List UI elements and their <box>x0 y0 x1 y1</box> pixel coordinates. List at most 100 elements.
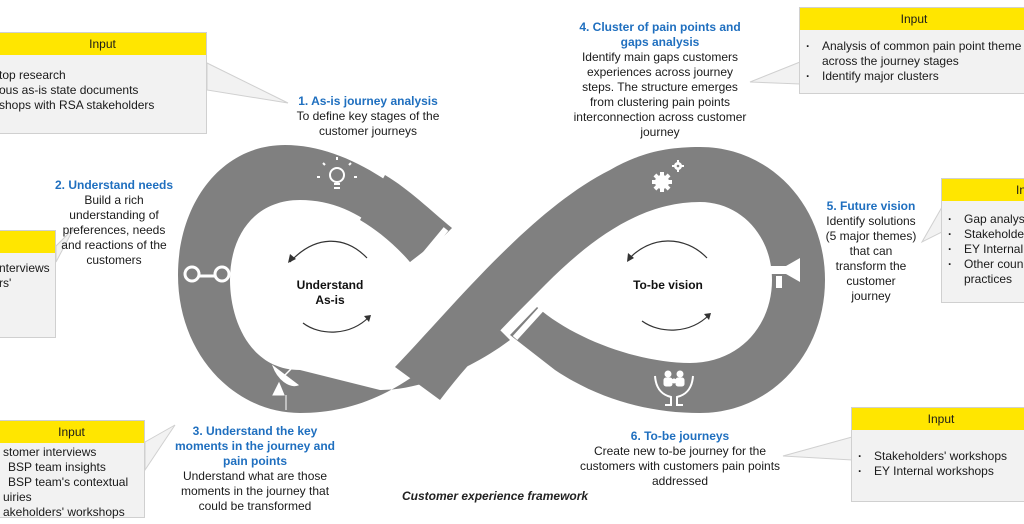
input-item: BSP team's contextual <box>8 475 129 489</box>
step-1-line: To define key stages of the <box>296 109 440 123</box>
input-item: top research <box>0 68 66 82</box>
step-3: 3. Understand the key moments in the jou… <box>160 424 350 514</box>
input-box-4-header: Input <box>800 8 1024 30</box>
step-3-line: Understand what are those <box>182 469 328 483</box>
step-5-title: 5. Future vision <box>826 199 916 213</box>
gears-icon <box>652 160 684 192</box>
step-5: 5. Future vision Identify solutions (5 m… <box>818 199 924 304</box>
input-box-6: Input Stakeholders' workshops EY Interna… <box>851 407 1024 502</box>
input-item: EY Internal workshops <box>854 464 1024 479</box>
lightbulb-icon <box>317 157 357 189</box>
step-6-line: customers with customers pain points <box>579 459 781 473</box>
left-lobe-label: Understand As-is <box>280 278 380 308</box>
right-arrow-top-head <box>627 253 634 262</box>
left-lobe-label-line1: Understand <box>296 278 364 292</box>
input-box-4-list: Analysis of common pain point theme acro… <box>800 30 1024 84</box>
step-2-line: customers <box>86 253 142 267</box>
callout-tail-3 <box>144 424 176 472</box>
step-4: 4. Cluster of pain points and gaps analy… <box>560 20 760 140</box>
step-5-line: Identify solutions <box>826 214 916 228</box>
left-lobe-label-line2: As-is <box>315 293 345 307</box>
input-item: ous as-is state documents <box>0 83 139 97</box>
input-item: Stakeholders' workshops <box>854 449 1024 464</box>
callout-tail-1 <box>206 62 289 104</box>
input-item: Identify major clusters <box>802 69 1024 84</box>
step-3-line: moments in the journey that <box>180 484 330 498</box>
megaphone-icon <box>771 258 800 288</box>
input-item: rs' <box>0 276 12 290</box>
step-5-line: (5 major themes) <box>825 229 917 243</box>
input-box-1-list: top research ous as-is state documents s… <box>0 55 206 113</box>
step-5-line: transform the <box>835 259 907 273</box>
step-4-title: gaps analysis <box>620 35 700 49</box>
step-4-line: interconnection across customer <box>573 110 747 124</box>
loop-left-lobe <box>178 145 510 413</box>
step-3-title: 3. Understand the key <box>192 424 318 438</box>
step-2-title: 2. Understand needs <box>54 178 174 192</box>
input-box-5: In Gap analys Stakeholde EY Internal Oth… <box>941 178 1024 303</box>
step-6-line: Create new to-be journey for the <box>593 444 767 458</box>
input-box-1: Input top research ous as-is state docum… <box>0 32 207 134</box>
step-6-line: addressed <box>651 474 709 488</box>
step-6-title: 6. To-be journeys <box>630 429 730 443</box>
step-2-line: preferences, needs <box>62 223 166 237</box>
input-box-4: Input Analysis of common pain point them… <box>799 7 1024 94</box>
step-4-title: 4. Cluster of pain points and <box>579 20 741 34</box>
input-box-2: nterviews rs' <box>0 230 56 338</box>
step-1-title: 1. As-is journey analysis <box>298 94 438 108</box>
input-box-5-header: In <box>942 179 1024 201</box>
loop-crossing-under <box>360 175 452 262</box>
input-item: akeholders' workshops <box>3 505 125 519</box>
callout-tail-5 <box>920 205 943 244</box>
step-4-line: steps. The structure emerges <box>582 80 738 94</box>
left-arrow-bottom <box>302 316 370 333</box>
loop-left-hole <box>232 205 438 362</box>
input-box-6-header: Input <box>852 408 1024 430</box>
step-5-line: that can <box>849 244 893 258</box>
step-2-line: understanding of <box>69 208 159 222</box>
step-5-line: journey <box>851 289 891 303</box>
step-2-line: Build a rich <box>84 193 144 207</box>
step-3-title: pain points <box>223 454 287 468</box>
input-item: EY Internal <box>944 242 1024 257</box>
input-box-3: Input stomer interviews BSP team insight… <box>0 420 145 520</box>
callout-tail-2 <box>55 227 75 263</box>
right-arrow-bottom <box>641 314 710 331</box>
left-arrow-top <box>289 240 368 263</box>
step-4-line: journey <box>640 125 680 139</box>
input-item: Analysis of common pain point theme <box>802 39 1024 54</box>
step-3-title: moments in the journey and <box>174 439 336 453</box>
satellite-dish-icon <box>271 360 300 410</box>
glasses-icon <box>183 265 231 283</box>
step-1: 1. As-is journey analysis To define key … <box>268 94 468 139</box>
input-item: uiries <box>3 490 32 504</box>
input-box-6-list: Stakeholders' workshops EY Internal work… <box>852 430 1024 479</box>
step-2: 2. Understand needs Build a rich underst… <box>50 178 178 268</box>
family-care-icon <box>654 370 694 406</box>
crossing-gap <box>409 227 449 272</box>
input-item: across the journey stages <box>822 54 959 68</box>
input-box-1-header: Input <box>0 33 206 55</box>
input-item: practices <box>964 272 1013 286</box>
loop-right-lobe <box>395 147 825 413</box>
crossing-gap-2 <box>512 302 548 341</box>
step-3-line: could be transformed <box>198 499 312 513</box>
step-1-line: customer journeys <box>318 124 418 138</box>
left-cycle-arrows <box>288 240 371 333</box>
input-box-5-list: Gap analys Stakeholde EY Internal Other … <box>942 201 1024 287</box>
right-arrow-top <box>627 240 708 261</box>
step-4-line: experiences across journey <box>586 65 734 79</box>
input-box-2-list: nterviews rs' <box>0 253 55 291</box>
input-box-3-list: stomer interviews BSP team insights BSP … <box>0 443 144 520</box>
right-cycle-arrows <box>627 240 711 331</box>
step-6: 6. To-be journeys Create new to-be journ… <box>565 429 795 489</box>
input-item: BSP team insights <box>8 460 106 474</box>
input-item: Gap analys <box>944 212 1024 227</box>
step-2-line: and reactions of the <box>61 238 167 252</box>
step-5-line: customer <box>846 274 896 288</box>
input-item: shops with RSA stakeholders <box>0 98 155 112</box>
right-arrow-bottom-head <box>704 313 711 320</box>
input-box-2-header <box>0 231 55 253</box>
input-box-3-header: Input <box>0 421 144 443</box>
